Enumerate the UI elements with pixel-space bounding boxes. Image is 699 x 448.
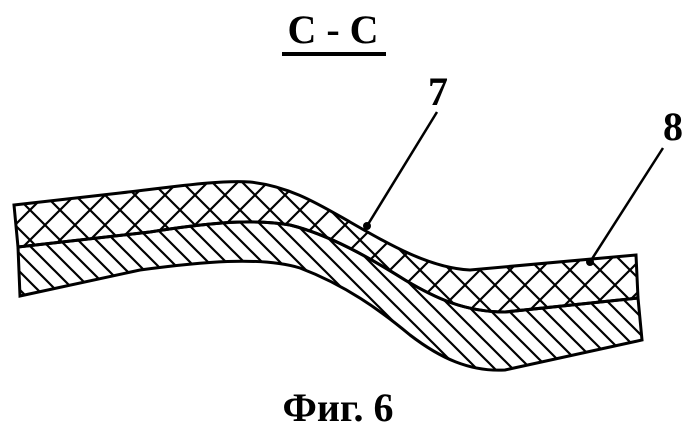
leader-line-8 [586, 148, 663, 266]
leader-line-7 [363, 112, 437, 230]
section-label-underline [282, 52, 386, 56]
section-label: С - С [253, 8, 413, 52]
figure-caption: Фиг. 6 [218, 386, 458, 430]
callout-label-7: 7 [428, 70, 448, 114]
callout-label-8: 8 [663, 105, 683, 149]
